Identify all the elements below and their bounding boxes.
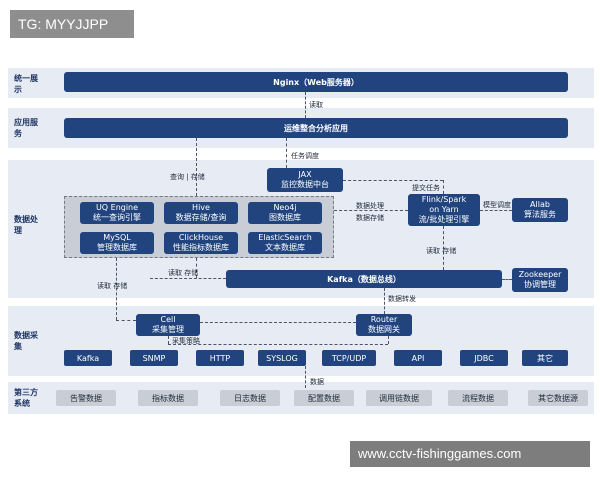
flink-subtitle: 流/批处理引擎: [418, 215, 470, 224]
router-title: Router: [370, 315, 398, 324]
flink-title: Flink/Spark: [421, 195, 467, 204]
layer-label-collect: 数据采集: [14, 331, 38, 351]
neo4j-subtitle: 图数据库: [269, 213, 301, 222]
ann-data-forward: 数据转发: [388, 295, 416, 303]
ops-app-bar: 运维整合分析应用: [64, 118, 568, 138]
layer-label-process: 数据处理: [14, 215, 38, 235]
zookeeper-box: Zookeeper 协调管理: [512, 268, 568, 292]
elasticsearch-subtitle: 文本数据库: [265, 243, 305, 252]
site-watermark: www.cctv-fishinggames.com: [350, 441, 590, 467]
cell-subtitle: 采集管理: [152, 325, 184, 334]
layer-label-app: 应用服务: [14, 118, 38, 138]
mysql-title: MySQL: [103, 233, 131, 242]
hive-box: Hive 数据存储/查询: [164, 202, 238, 224]
collect-policy-line: [168, 344, 388, 345]
watermark-tag: TG: MYYJJPP: [10, 10, 134, 38]
protocol-kafka: Kafka: [64, 350, 112, 366]
protocol-snmp: SNMP: [130, 350, 178, 366]
source-config: 配置数据: [294, 390, 354, 406]
storage-kafka-vline: [196, 258, 197, 278]
ann-data-store: 数据存储: [356, 214, 384, 222]
source-log: 日志数据: [220, 390, 280, 406]
allab-title: Allab: [530, 200, 550, 209]
mysql-cell-vline: [116, 258, 117, 320]
source-trace: 调用链数据: [366, 390, 432, 406]
kafka-bus: Kafka（数据总线）: [226, 270, 502, 288]
jax-flink-vline: [443, 180, 444, 194]
clickhouse-box: ClickHouse 性能指标数据库: [164, 232, 238, 254]
ann-data-process: 数据处理: [356, 202, 384, 210]
zookeeper-subtitle: 协调管理: [524, 280, 556, 289]
clickhouse-title: ClickHouse: [178, 233, 224, 242]
uq-engine-box: UQ Engine 统一查询引擎: [80, 202, 154, 224]
elasticsearch-box: ElasticSearch 文本数据库: [248, 232, 322, 254]
storage-flink-connector: [334, 210, 408, 211]
jax-box: JAX 监控数据中台: [267, 168, 343, 192]
ops-jax-connector: [286, 138, 287, 168]
flink-line2: on Yarn: [429, 205, 459, 214]
neo4j-box: Neo4j 图数据库: [248, 202, 322, 224]
allab-box: Allab 算法服务: [512, 198, 568, 222]
router-subtitle: 数据网关: [368, 325, 400, 334]
source-alarm: 告警数据: [56, 390, 116, 406]
layer-label-third: 第三方系统: [14, 388, 38, 408]
ann-submit-task: 提交任务: [412, 184, 440, 192]
protocol-api: API: [394, 350, 442, 366]
mysql-box: MySQL 管理数据库: [80, 232, 154, 254]
ann-task-schedule: 任务调度: [291, 152, 319, 160]
nginx-bar: Nginx（Web服务器）: [64, 72, 568, 92]
kafka-zookeeper-connector: [502, 279, 512, 280]
zookeeper-title: Zookeeper: [518, 270, 562, 279]
flink-allab-connector: [480, 210, 512, 211]
protocol-tcp-udp: TCP/UDP: [322, 350, 376, 366]
ann-model-schedule: 模型调度: [483, 201, 511, 209]
clickhouse-subtitle: 性能指标数据库: [173, 243, 229, 252]
hive-title: Hive: [192, 203, 210, 212]
protocol-jdbc: JDBC: [460, 350, 508, 366]
nginx-ops-connector: [305, 92, 306, 118]
hive-subtitle: 数据存储/查询: [175, 213, 227, 222]
jax-title: JAX: [298, 170, 312, 179]
mysql-subtitle: 管理数据库: [97, 243, 137, 252]
protocol-syslog: SYSLOG: [258, 350, 306, 366]
cell-title: Cell: [160, 315, 176, 324]
source-metric: 指标数据: [138, 390, 198, 406]
mysql-cell-hline: [116, 320, 136, 321]
flink-kafka-connector: [443, 226, 444, 270]
ann-data: 数据: [310, 378, 324, 386]
ann-read: 读取: [309, 101, 323, 109]
flink-box: Flink/Spark on Yarn 流/批处理引擎: [408, 194, 480, 226]
elasticsearch-title: ElasticSearch: [258, 233, 312, 242]
uq-engine-subtitle: 统一查询引擎: [93, 213, 141, 222]
layer-label-display: 统一展示: [14, 74, 38, 94]
ops-storage-connector: [196, 138, 197, 196]
source-other: 其它数据源: [528, 390, 588, 406]
protocol-other: 其它: [522, 350, 568, 366]
uq-engine-title: UQ Engine: [95, 203, 139, 212]
allab-subtitle: 算法服务: [524, 210, 556, 219]
neo4j-title: Neo4j: [273, 203, 297, 212]
ann-read-store: 读取 存储: [426, 247, 457, 255]
router-box: Router 数据网关: [356, 314, 412, 336]
router-policy-vline: [388, 336, 389, 344]
ann-query-store: 查询 | 存储: [170, 173, 205, 181]
cell-box: Cell 采集管理: [136, 314, 200, 336]
third-collect-connector: [305, 366, 306, 388]
source-process: 流程数据: [448, 390, 508, 406]
ann-collect-policy: 采集策略: [172, 337, 200, 345]
jax-flink-hline: [343, 180, 443, 181]
ann-read-store3: 读取 存储: [97, 282, 128, 290]
ann-read-store2: 读取 存储: [168, 269, 199, 277]
router-kafka-connector: [384, 288, 385, 314]
cell-router-connector: [200, 322, 356, 323]
storage-kafka-hline: [150, 278, 226, 279]
jax-subtitle: 监控数据中台: [281, 180, 329, 189]
cell-policy-vline: [168, 336, 169, 344]
protocol-http: HTTP: [196, 350, 244, 366]
